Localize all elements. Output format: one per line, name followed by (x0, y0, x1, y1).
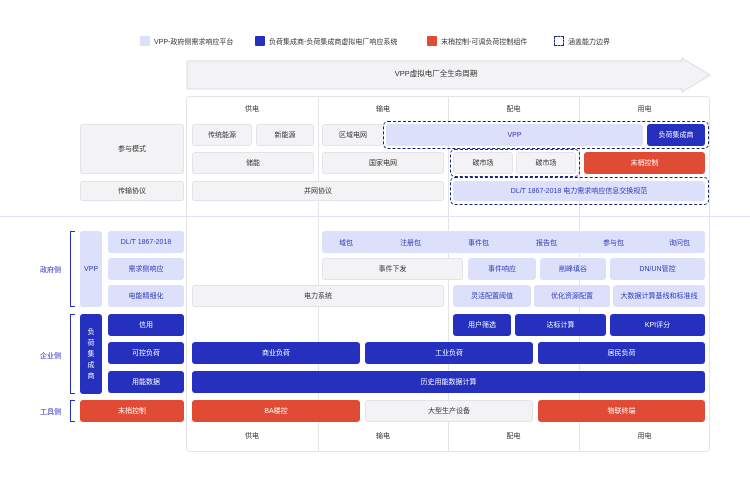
residential-load: 居民负荷 (538, 342, 705, 364)
column-footer-transmission: 输电 (376, 433, 390, 440)
big-data-baseline: 大数据计算基线和标准线 (613, 285, 705, 307)
legend-swatch-integrator (255, 36, 265, 46)
regional-grid: 区域电网 (322, 124, 384, 146)
column-header-consumption: 用电 (637, 106, 652, 113)
gov-demand-response: 需求侧响应 (108, 258, 184, 280)
storage: 储能 (192, 152, 314, 174)
legend-swatch-boundary (554, 36, 564, 46)
standard-calc: 达标计算 (515, 314, 606, 336)
row-label-protocol: 传输协议 (80, 181, 184, 201)
gov-refine: 电能精细化 (108, 285, 184, 307)
carbon-market-2: 碳市场 (516, 152, 576, 174)
lifecycle-arrow (186, 57, 711, 93)
kpi-score: KPI评分 (610, 314, 705, 336)
end-control-top: 末梢控制 (584, 152, 705, 174)
row-label-mode: 参与模式 (80, 124, 184, 174)
gov-dlt: DL/T 1867-2018 (108, 231, 184, 253)
gov-bracket (70, 231, 75, 307)
column-divider-1 (318, 96, 319, 452)
gov-packs-bar (322, 231, 705, 253)
ent-integrator-vertical: 负 荷 集 成 商 (80, 314, 102, 394)
ent-usage-data: 用能数据 (108, 371, 184, 393)
new-energy: 新能源 (256, 124, 314, 146)
integrator-char: 商 (87, 372, 95, 380)
legend-label-end-control: 末梢控制-可调负荷控制组件 (441, 39, 528, 46)
dlt-standard: DL/T 1867-2018 电力需求响应信息交换规范 (453, 181, 705, 201)
integrator-char: 负 (87, 328, 95, 336)
gov-side-label: 政府侧 (40, 267, 61, 274)
column-header-distribution: 配电 (506, 106, 521, 113)
legend-swatch-vpp (140, 36, 150, 46)
peak-shaving: 削峰填谷 (540, 258, 606, 280)
history-data-calc: 历史用能数据计算 (192, 371, 705, 393)
pack-participate: 参与包 (603, 240, 624, 247)
column-footer-supply: 供电 (245, 433, 259, 440)
integrator-char: 集 (87, 350, 95, 358)
load-integrator-top: 负荷集成商 (647, 124, 705, 146)
national-grid: 国家电网 (322, 152, 444, 174)
traditional-energy: 传统能源 (192, 124, 252, 146)
carbon-market-1: 碳市场 (453, 152, 513, 174)
flex-threshold: 灵活配置阈值 (453, 285, 531, 307)
column-header-transmission: 输电 (376, 106, 390, 113)
industrial-load: 工业负荷 (365, 342, 533, 364)
ent-side-label: 企业侧 (40, 353, 61, 360)
tool-side-label: 工具侧 (40, 409, 61, 416)
ent-credit: 信用 (108, 314, 184, 336)
event-dispatch: 事件下发 (322, 258, 463, 280)
section-separator (0, 216, 750, 217)
legend-label-integrator: 负荷集成商-负荷集成商虚拟电厂响应系统 (269, 39, 398, 46)
ent-bracket (70, 314, 75, 394)
column-footer-distribution: 配电 (506, 433, 521, 440)
ent-controllable: 可控负荷 (108, 342, 184, 364)
commercial-load: 商业负荷 (192, 342, 360, 364)
integrator-char: 成 (87, 361, 95, 369)
column-header-supply: 供电 (245, 106, 259, 113)
tool-bracket (70, 400, 75, 422)
legend-swatch-end-control (427, 36, 437, 46)
legend-label-vpp: VPP-政府侧需求响应平台 (154, 39, 234, 46)
gov-vpp: VPP (80, 231, 102, 307)
event-response: 事件响应 (468, 258, 536, 280)
vpp-top: VPP (386, 124, 643, 146)
pack-event: 事件包 (468, 240, 489, 247)
dn-un-control: DN/UN管控 (610, 258, 705, 280)
pack-report: 报告包 (536, 240, 557, 247)
power-system: 电力系统 (192, 285, 444, 307)
capability-boundary-carbon (450, 149, 580, 177)
capability-boundary-dlt (450, 177, 709, 205)
iot-terminal: 物联终端 (538, 400, 705, 422)
capability-boundary-vpp (383, 121, 709, 149)
tool-end-control: 末梢控制 (80, 400, 184, 422)
production-equipment: 大型生产设备 (365, 400, 533, 422)
grid-protocol: 并网协议 (192, 181, 444, 201)
user-screen: 用户筛选 (453, 314, 511, 336)
lifecycle-label: VPP虚拟电厂全生命周期 (394, 69, 478, 78)
legend-label-boundary: 涵盖能力边界 (568, 39, 610, 46)
pack-register: 注册包 (400, 240, 421, 247)
ba-control: BA楼控 (192, 400, 360, 422)
resource-optimization: 优化资源配置 (534, 285, 610, 307)
column-footer-consumption: 用电 (637, 433, 652, 440)
pack-query: 询问包 (669, 240, 690, 247)
pack-domain: 域包 (339, 240, 353, 247)
integrator-char: 荷 (87, 339, 95, 347)
